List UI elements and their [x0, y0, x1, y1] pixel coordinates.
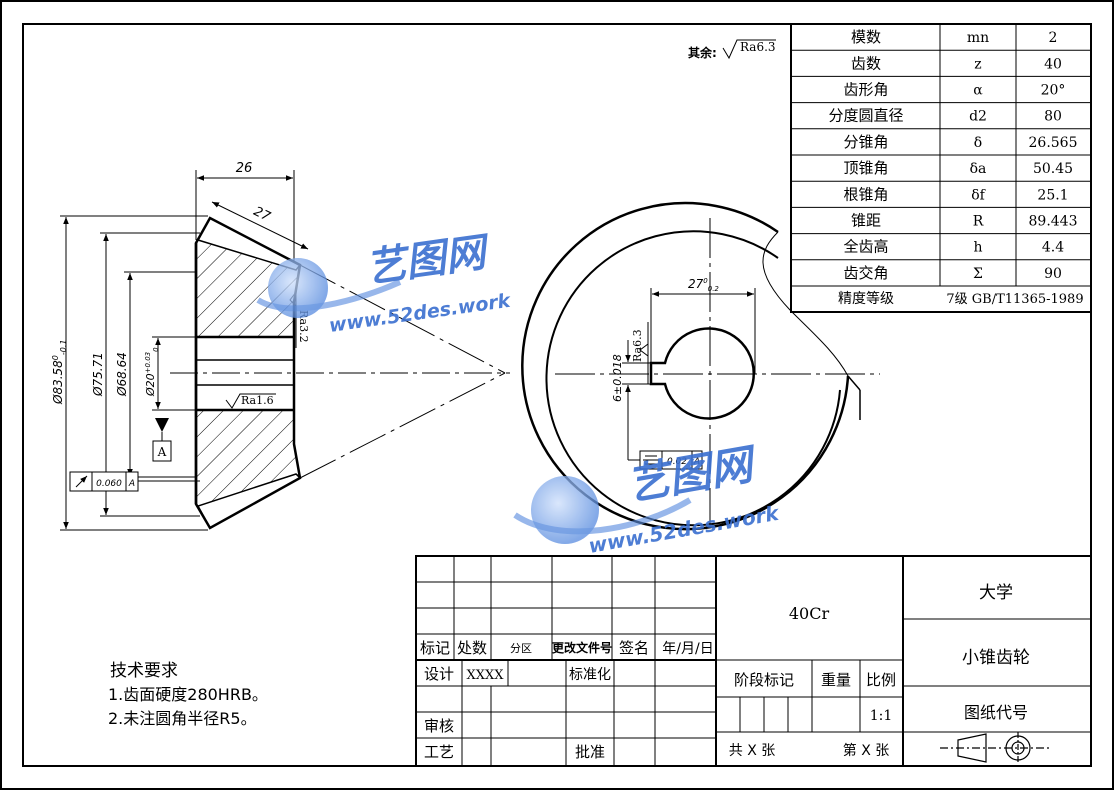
- rev-header-docno: 更改文件号: [552, 640, 612, 655]
- param-value: 50.45: [1033, 161, 1073, 177]
- param-name: 齿形角: [843, 81, 888, 99]
- param-value: 25.1: [1037, 187, 1068, 203]
- runout-ref: A: [128, 479, 135, 489]
- watermark-2: 艺图网 www.52des.work: [513, 439, 782, 558]
- param-value: 89.443: [1029, 214, 1078, 230]
- param-value: 80: [1044, 109, 1062, 125]
- weight-label: 重量: [821, 671, 851, 689]
- param-name: 顶锥角: [843, 159, 888, 177]
- surface-note-roughness: Ra6.3: [740, 40, 776, 54]
- tech-item-1: 1.齿面硬度280HRB。: [108, 685, 268, 704]
- param-value: 2: [1049, 30, 1058, 46]
- datum-a: A: [157, 445, 167, 459]
- param-symbol: d2: [969, 109, 987, 125]
- school-name: 大学: [979, 583, 1013, 603]
- scale-value: 1:1: [870, 708, 893, 724]
- param-value: 26.565: [1029, 135, 1078, 151]
- param-symbol: δa: [970, 161, 987, 177]
- sheets-total: 共 X 张: [729, 743, 776, 759]
- rev-header-date: 年/月/日: [662, 641, 713, 657]
- param-name: 齿交角: [843, 264, 888, 282]
- rev-header-sign: 签名: [619, 639, 649, 657]
- rev-header-count: 处数: [457, 639, 487, 657]
- end-view: 2700.2 6±0.018 Ra6.3 0.02 A: [521, 201, 880, 531]
- dim-dia-20: Ø20+0.030: [144, 347, 160, 397]
- precision-label: 精度等级: [838, 290, 894, 307]
- approve-label: 批准: [575, 743, 605, 761]
- section-view: 26 27 Ø83.580-0.1 Ø75.71 Ø68.64 Ø20+0.03…: [51, 161, 510, 531]
- dim-key-width: 6±0.018: [611, 354, 624, 402]
- param-value: 4.4: [1042, 240, 1064, 256]
- param-name: 分度圆直径: [828, 107, 903, 125]
- param-value: 90: [1044, 266, 1062, 282]
- watermark-brand-1: 艺图网: [363, 229, 494, 292]
- param-symbol: α: [973, 83, 983, 99]
- dim-dia-68: Ø68.64: [115, 352, 129, 397]
- runout-value: 0.060: [96, 479, 122, 489]
- param-symbol: h: [973, 240, 982, 256]
- surface-note-label: 其余:: [688, 45, 717, 60]
- outer-circle: [521, 201, 850, 531]
- dim-width-27: 27: [251, 204, 273, 225]
- param-name: 分锥角: [843, 133, 888, 151]
- sym-value: 0.02: [667, 457, 687, 467]
- watermark-brand-2: 艺图网: [623, 439, 762, 510]
- standard-label: 标准化: [569, 667, 611, 683]
- dim-keyway-27: 2700.2: [688, 277, 719, 293]
- param-symbol: Σ: [973, 266, 983, 282]
- designer-name: XXXX: [466, 668, 504, 683]
- watermark-url-2: www.52des.work: [587, 501, 782, 558]
- bore-keyway: [649, 327, 755, 420]
- param-value: 40: [1044, 56, 1062, 72]
- rev-header-mark: 标记: [420, 639, 450, 657]
- runout-frame: 0.060 A: [69, 471, 200, 492]
- inner-circle: [545, 230, 841, 527]
- param-name: 模数: [851, 28, 881, 46]
- roughness-symbol: [722, 39, 776, 60]
- param-symbol: R: [973, 214, 984, 230]
- symmetry-frame: 0.02 A: [627, 408, 703, 470]
- param-value: 20°: [1041, 83, 1066, 99]
- design-label: 设计: [424, 665, 454, 683]
- part-name: 小锥齿轮: [962, 648, 1030, 668]
- stage-label: 阶段标记: [734, 671, 794, 689]
- dim-width-26: 26: [236, 161, 253, 176]
- dim-dia-75: Ø75.71: [91, 352, 105, 397]
- param-symbol: δf: [971, 187, 986, 203]
- material: 40Cr: [789, 604, 830, 623]
- param-symbol: mn: [967, 30, 989, 46]
- param-table: 模数 mn 2 齿数 z 40 齿形角 α 20° 分度圆直径 d2 80 分锥角 δ 26.565 顶锥角 δ…: [790, 23, 1092, 313]
- drawing-no-label: 图纸代号: [964, 703, 1028, 722]
- tech-item-2: 2.未注圆角半径R5。: [108, 709, 257, 728]
- param-name: 齿数: [851, 54, 881, 72]
- ra-6-3-keyway: Ra6.3: [631, 329, 644, 362]
- tech-title: 技术要求: [110, 661, 178, 681]
- param-name: 全齿高: [843, 238, 888, 256]
- rev-header-zone: 分区: [510, 642, 532, 655]
- sym-ref: A: [693, 457, 700, 467]
- scale-label: 比例: [866, 671, 896, 689]
- param-name: 锥距: [851, 212, 881, 230]
- precision-value: 7级 GB/T11365-1989: [946, 292, 1083, 307]
- datum-triangle: [155, 418, 169, 432]
- param-symbol: z: [974, 56, 981, 72]
- review-label: 审核: [424, 717, 454, 735]
- dim-dia-83: Ø83.580-0.1: [51, 339, 68, 405]
- title-block: [415, 555, 1092, 767]
- param-symbol: δ: [974, 135, 982, 151]
- param-name: 根锥角: [843, 185, 888, 203]
- projection-symbol: [940, 732, 1050, 764]
- ra-3-2: Ra3.2: [297, 310, 310, 343]
- sheet-number: 第 X 张: [843, 742, 890, 759]
- process-label: 工艺: [424, 743, 454, 761]
- ra-1-6: Ra1.6: [241, 394, 274, 407]
